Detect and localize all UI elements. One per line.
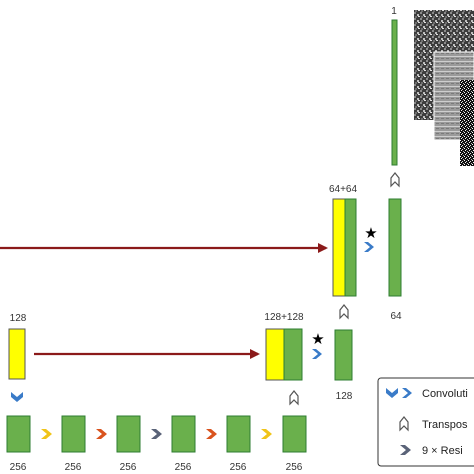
- transpose-conv-icon: [399, 416, 409, 432]
- legend: Convoluti Transpos 9 × Resi: [377, 377, 474, 467]
- transpose-conv-icon: [390, 172, 400, 188]
- convolution-icon: [386, 388, 398, 398]
- legend-resblock-label: 9 × Resi: [422, 445, 463, 457]
- residual-block-icon: [151, 429, 162, 439]
- residual-row: [6, 415, 307, 453]
- star-icon: ★: [311, 331, 324, 348]
- label-res-6: 256: [286, 462, 303, 473]
- res-block-6: [282, 415, 307, 453]
- label-res-5: 256: [230, 462, 247, 473]
- res-block-5: [226, 415, 251, 453]
- label-below-lower: 128: [336, 391, 353, 402]
- legend-box: [377, 377, 474, 467]
- concat-lower-green: [283, 328, 303, 381]
- residual-block-icon: [400, 445, 411, 455]
- label-yellow-left: 128: [10, 313, 27, 324]
- legend-transpose-label: Transpos: [422, 419, 468, 431]
- legend-conv-label: Convoluti: [422, 388, 468, 400]
- concat-lower-yellow: [265, 328, 285, 381]
- res-block-3: [116, 415, 141, 453]
- output-bar: [391, 19, 398, 166]
- label-res-3: 256: [120, 462, 137, 473]
- star-icon: ★: [364, 225, 377, 242]
- convolution-icon: [402, 388, 412, 398]
- label-res-2: 256: [65, 462, 82, 473]
- label-res-1: 256: [10, 462, 27, 473]
- output-image-3: [460, 80, 474, 166]
- label-below-upper: 64: [390, 311, 402, 322]
- label-top-channels: 1: [391, 6, 397, 17]
- residual-block-icon: [96, 429, 107, 439]
- transpose-conv-icon: [289, 390, 299, 406]
- convolution-icon: [364, 242, 374, 252]
- res-block-1: [6, 415, 31, 453]
- convolution-icon: [11, 392, 23, 402]
- output-image-stack: [414, 10, 474, 166]
- residual-block-icon: [41, 429, 52, 439]
- decoder-block-64: [388, 198, 402, 297]
- label-concat-upper: 64+64: [329, 184, 358, 195]
- label-concat-lower: 128+128: [264, 312, 304, 323]
- transpose-conv-icon: [339, 304, 349, 320]
- label-res-4: 256: [175, 462, 192, 473]
- convolution-icon: [312, 349, 322, 359]
- encoder-block-128: [8, 328, 26, 380]
- res-block-4: [171, 415, 196, 453]
- residual-block-icon: [206, 429, 217, 439]
- res-block-2: [61, 415, 86, 453]
- residual-block-icon: [261, 429, 272, 439]
- decoder-block-128: [334, 329, 353, 381]
- concat-upper-yellow: [332, 198, 346, 297]
- concat-upper-green: [344, 198, 357, 297]
